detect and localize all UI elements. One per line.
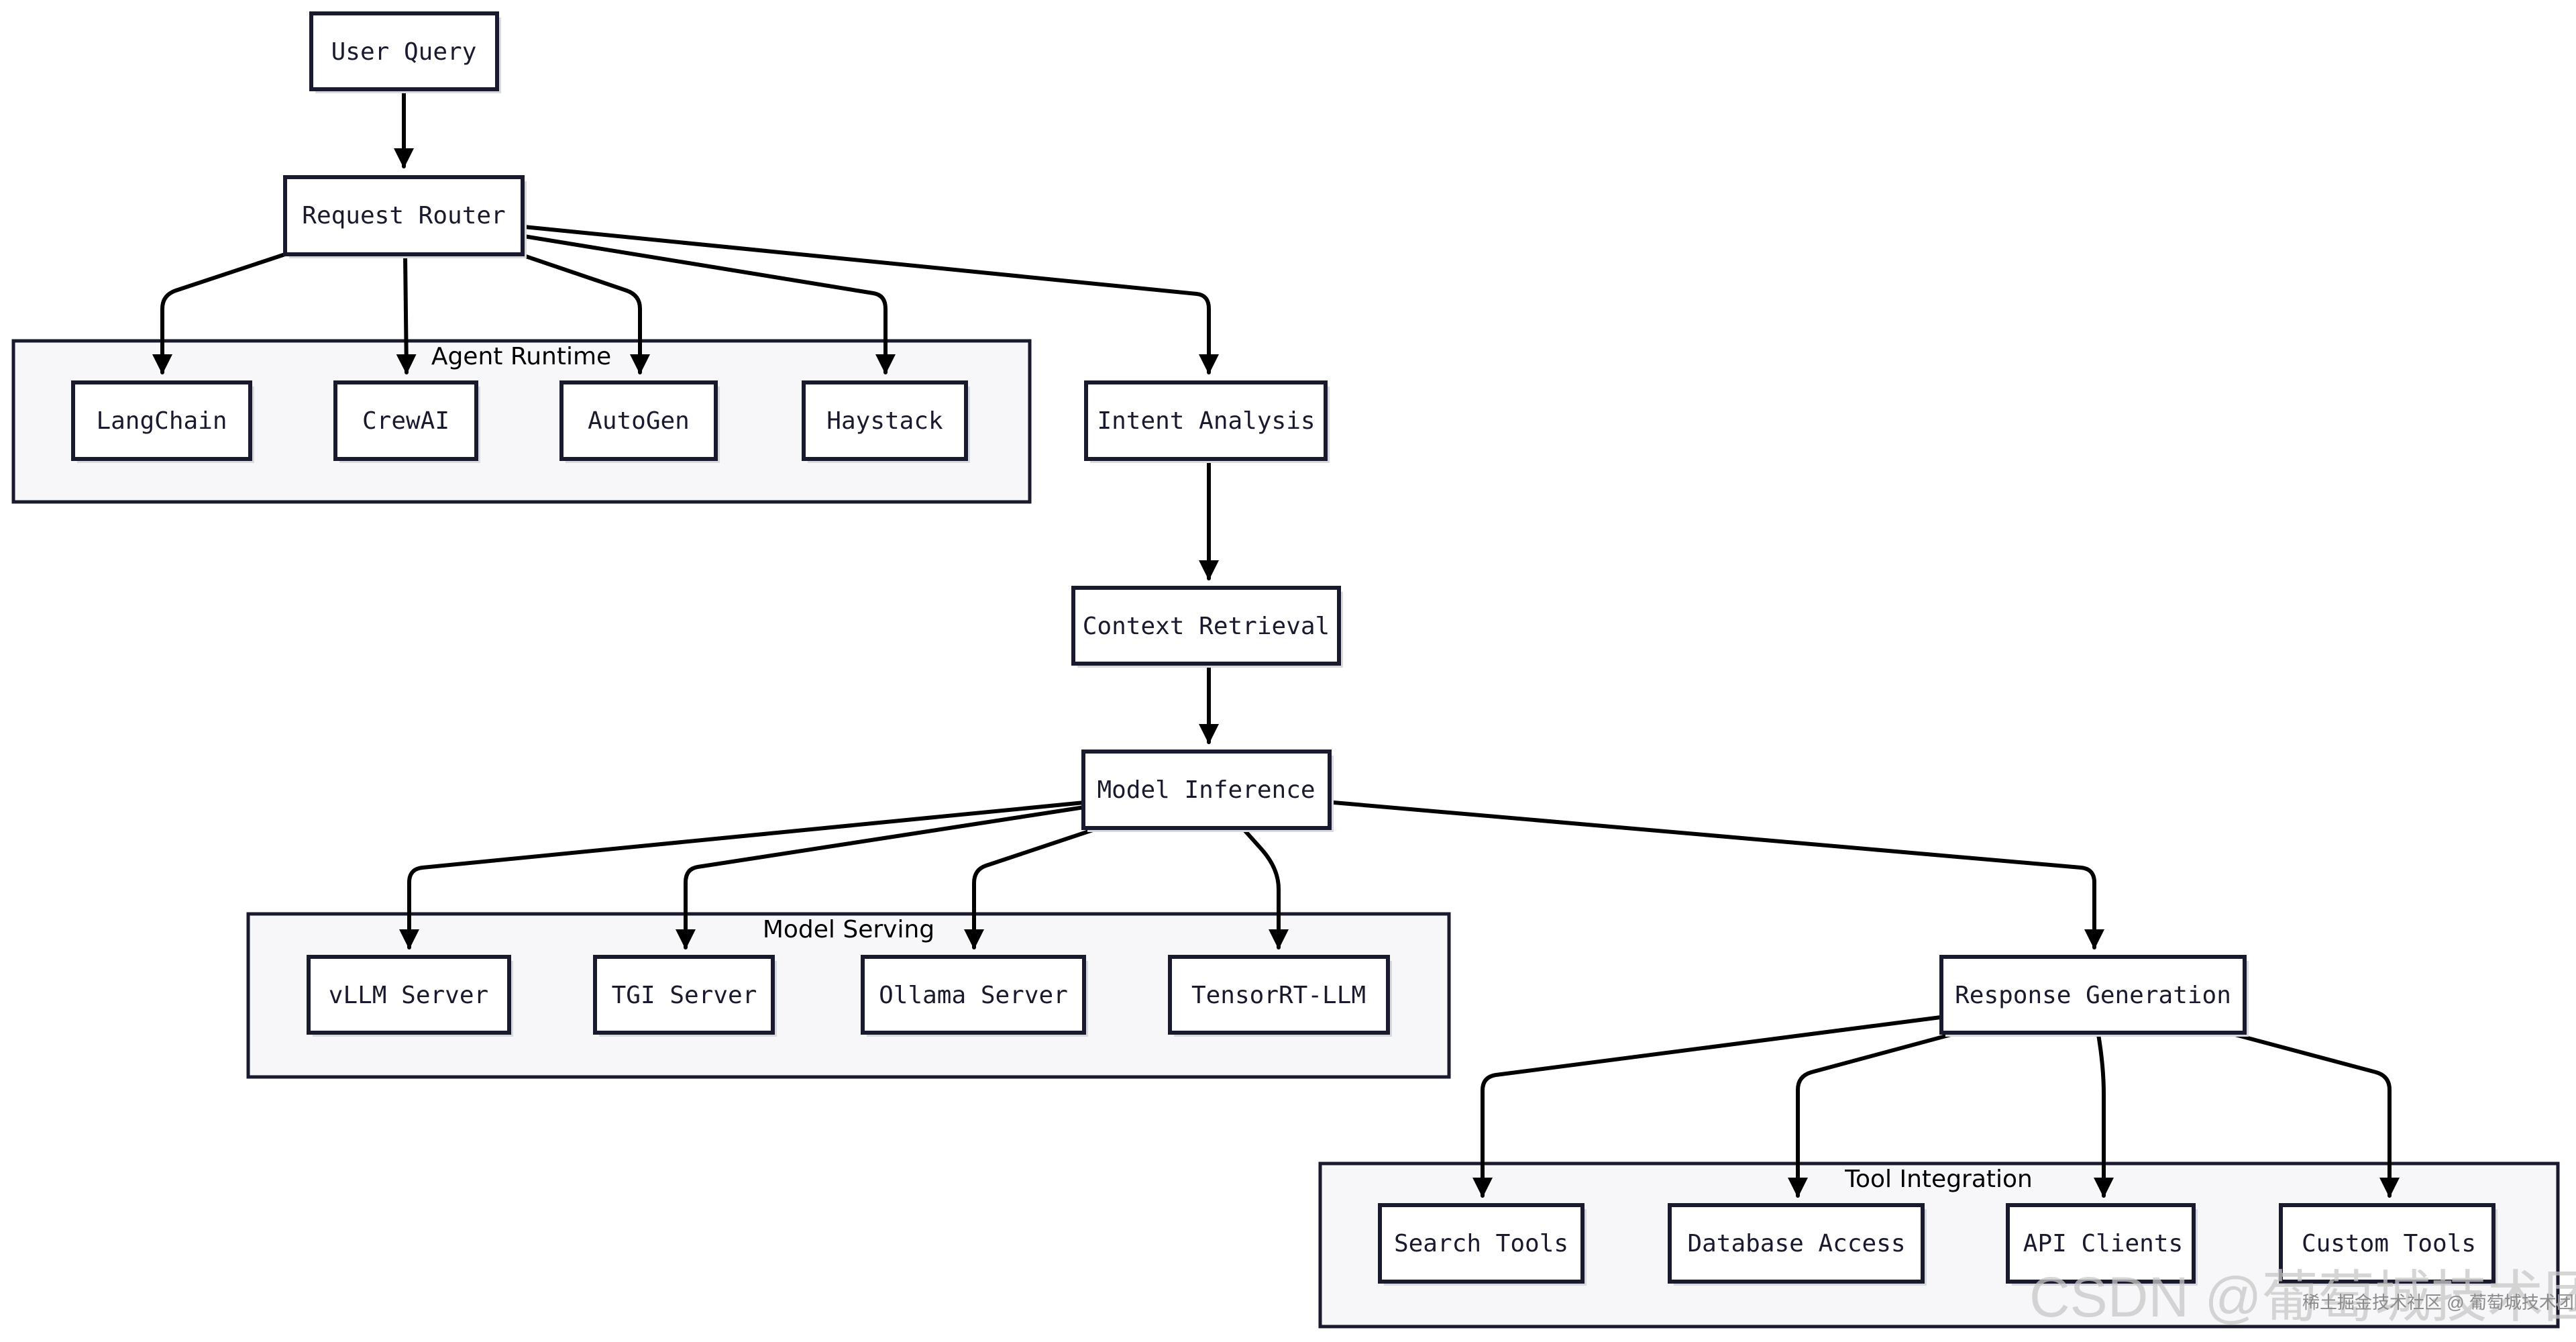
- node-search-tools: Search Tools: [1378, 1203, 1587, 1286]
- node-custom-tools: Custom Tools: [2279, 1203, 2498, 1286]
- node-user-query: User Query: [309, 11, 501, 93]
- node-label-api-clients: API Clients: [2023, 1230, 2183, 1257]
- edge-request-router-to-haystack: [522, 234, 896, 374]
- node-label-ollama-server: Ollama Server: [879, 982, 1068, 1009]
- node-label-langchain: LangChain: [96, 407, 227, 435]
- node-label-tgi-server: TGI Server: [612, 982, 757, 1009]
- edge-model-inference-to-tensorrt-llm: [1242, 827, 1289, 949]
- node-label-database-access: Database Access: [1687, 1230, 1905, 1257]
- edge-model-inference-to-tgi-server: [676, 805, 1086, 949]
- node-haystack: Haystack: [802, 380, 970, 463]
- group-label-tool-integration: Tool Integration: [1844, 1166, 2033, 1193]
- node-response-generation: Response Generation: [1939, 955, 2249, 1037]
- edge-request-router-to-crewai: [396, 253, 417, 374]
- node-ollama-server: Ollama Server: [861, 955, 1088, 1037]
- group-label-model-serving: Model Serving: [763, 916, 934, 943]
- watermark-main: CSDN @葡萄城技术团队: [2029, 1266, 2576, 1329]
- node-langchain: LangChain: [71, 380, 254, 463]
- node-label-request-router: Request Router: [302, 202, 505, 229]
- node-database-access: Database Access: [1668, 1203, 1927, 1286]
- node-intent-analysis: Intent Analysis: [1084, 380, 1330, 463]
- node-label-response-generation: Response Generation: [1955, 982, 2231, 1009]
- node-context-retrieval: Context Retrieval: [1071, 586, 1343, 668]
- node-vllm-server: vLLM Server: [307, 955, 513, 1037]
- edge-response-generation-to-api-clients: [2094, 1033, 2114, 1198]
- edge-model-inference-to-vllm-server: [399, 801, 1086, 949]
- node-label-tensorrt-llm: TensorRT-LLM: [1191, 982, 1366, 1009]
- node-autogen: AutoGen: [559, 380, 720, 463]
- edge-request-router-to-intent-analysis: [522, 225, 1219, 374]
- node-crewai: CrewAI: [333, 380, 480, 463]
- node-label-custom-tools: Custom Tools: [2302, 1230, 2476, 1257]
- edge-request-router-to-langchain: [152, 252, 289, 374]
- node-request-router: Request Router: [283, 175, 527, 258]
- node-label-context-retrieval: Context Retrieval: [1083, 613, 1330, 640]
- node-model-inference: Model Inference: [1081, 750, 1334, 832]
- node-label-vllm-server: vLLM Server: [329, 982, 488, 1009]
- group-label-agent-runtime: Agent Runtime: [431, 343, 611, 370]
- node-label-crewai: CrewAI: [362, 407, 449, 435]
- node-api-clients: API Clients: [2006, 1203, 2198, 1286]
- edge-model-inference-to-response-generation: [1332, 801, 2104, 949]
- edge-request-router-to-autogen: [520, 253, 650, 374]
- node-label-autogen: AutoGen: [588, 407, 690, 435]
- node-tgi-server: TGI Server: [593, 955, 777, 1037]
- edge-model-inference-to-ollama-server: [964, 827, 1097, 949]
- node-tensorrt-llm: TensorRT-LLM: [1168, 955, 1392, 1037]
- edge-response-generation-to-custom-tools: [2233, 1033, 2400, 1198]
- edge-response-generation-to-database-access: [1788, 1033, 1953, 1198]
- node-label-user-query: User Query: [331, 38, 477, 66]
- node-label-model-inference: Model Inference: [1097, 776, 1315, 804]
- node-label-search-tools: Search Tools: [1394, 1230, 1568, 1257]
- edges: [152, 90, 2400, 1198]
- edge-response-generation-to-search-tools: [1472, 1015, 1943, 1198]
- node-label-intent-analysis: Intent Analysis: [1097, 407, 1315, 435]
- watermark-sub: 稀土掘金技术社区 @ 葡萄城技术团队: [2302, 1292, 2576, 1312]
- node-label-haystack: Haystack: [826, 407, 943, 435]
